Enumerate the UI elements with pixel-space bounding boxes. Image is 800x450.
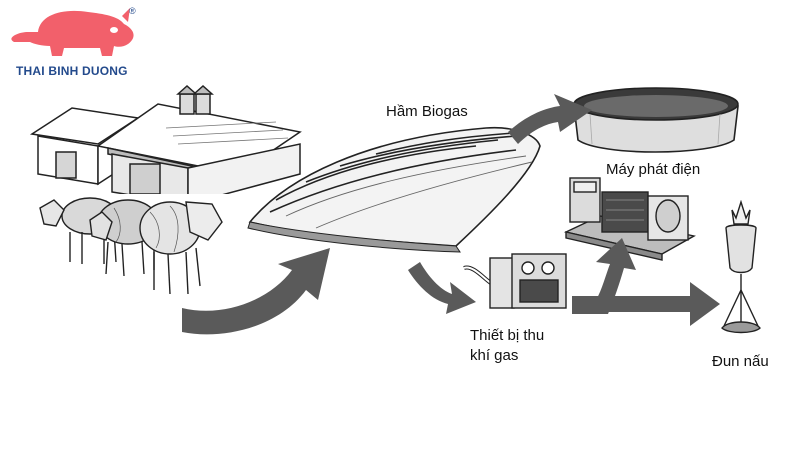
pig-icon [11, 8, 134, 57]
gas-collector-icon [463, 253, 567, 309]
arrow-digester-to-collector [408, 262, 476, 314]
label-gas-collector-line1: Thiết bị thu [470, 327, 545, 344]
storage-tank-icon [573, 87, 739, 153]
biogas-digester-icon [247, 126, 541, 253]
arrow-collector-to-generator [572, 238, 636, 314]
generator-icon [563, 177, 696, 261]
label-cooking: Đun nấu [712, 353, 769, 370]
brand-name: THAI BINH DUONG [16, 64, 128, 78]
registered-mark: ® [129, 6, 136, 16]
arrow-cattle-to-digester [182, 248, 330, 335]
arrow-collector-to-cooking [572, 282, 720, 326]
label-gas-collector-line2: khí gas [470, 347, 519, 364]
cattle-icon [39, 197, 223, 295]
arrow-digester-to-tank [508, 94, 592, 144]
cooking-burner-icon [721, 200, 761, 334]
label-generator: Máy phát điện [606, 161, 701, 178]
brand-logo: ® THAI BINH DUONG [4, 2, 154, 82]
barn-icon [29, 84, 302, 194]
label-digester: Hầm Biogas [386, 103, 468, 120]
